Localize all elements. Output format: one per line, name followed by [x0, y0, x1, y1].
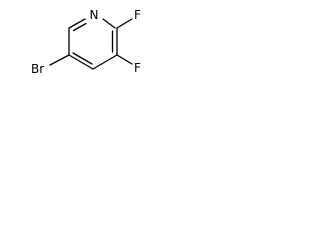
nitrogen-label: N: [90, 8, 99, 22]
bond-c5-br: [49, 54, 70, 66]
bond-c6-n1: [68, 18, 86, 29]
bond-c3-f: [116, 54, 133, 65]
bond-c4-c5: [68, 54, 94, 70]
bond-c2-f: [116, 18, 133, 29]
fluorine-2-label: F: [134, 8, 141, 22]
bromine-label: Br: [31, 62, 44, 76]
bond-c6-n1-inner: [72, 22, 87, 32]
bond-c4-c5-inner: [72, 52, 93, 65]
bond-n1-c2: [102, 18, 116, 29]
molecule-diagram: N F F Br: [31, 8, 141, 76]
bond-c3-c4: [92, 54, 118, 70]
fluorine-3-label: F: [134, 61, 141, 75]
